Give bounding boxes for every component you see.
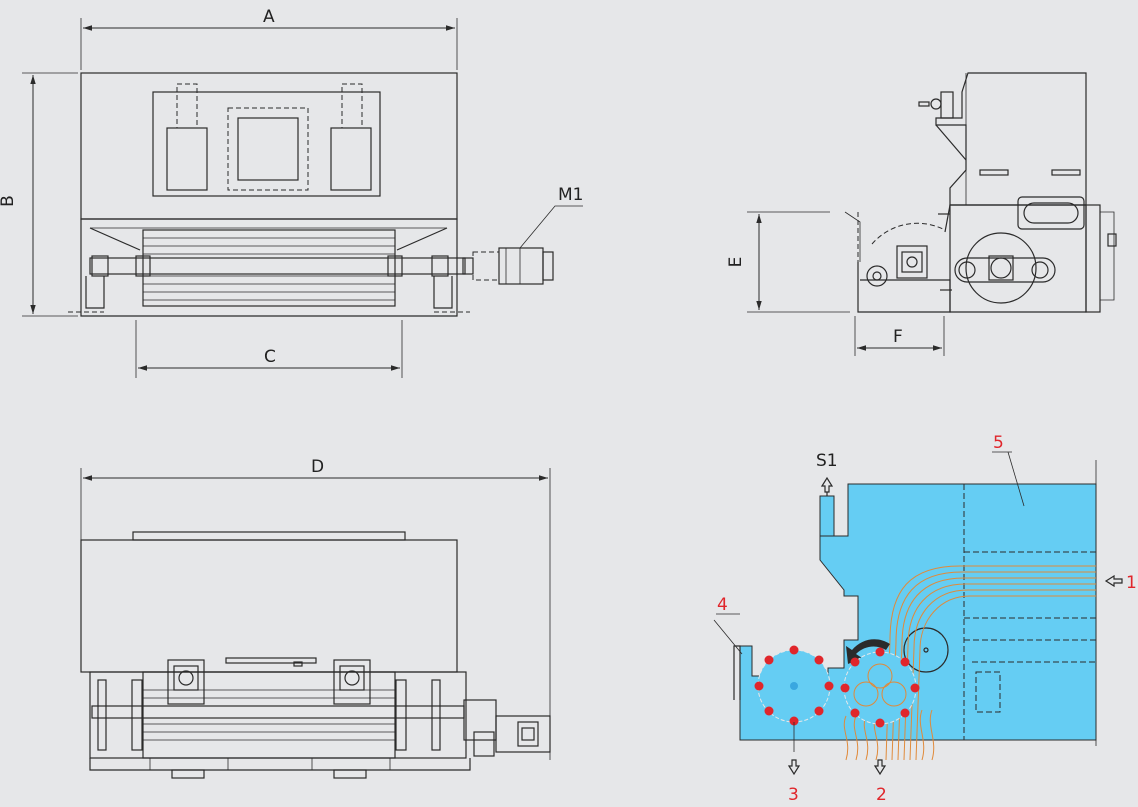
dimension-f-label: F — [893, 327, 903, 347]
front-view: M1 A B C — [0, 7, 583, 378]
dimension-d-label: D — [311, 457, 324, 477]
motor-label: M1 — [558, 185, 583, 205]
dimension-a-label: A — [263, 7, 275, 27]
callout-5: 5 — [993, 433, 1004, 453]
callout-4: 4 — [717, 595, 728, 615]
dimension-e-label: E — [726, 257, 746, 268]
callout-2: 2 — [876, 785, 887, 805]
outlet-s1-label: S1 — [816, 451, 838, 471]
section-view: S1 4 — [713, 433, 1137, 805]
dimension-c-label: C — [264, 347, 276, 367]
callout-3: 3 — [788, 785, 799, 805]
callout-1: 1 — [1126, 573, 1137, 593]
side-view: E F — [726, 72, 1117, 356]
dimension-b-label: B — [0, 195, 18, 207]
top-view: D — [80, 457, 551, 779]
